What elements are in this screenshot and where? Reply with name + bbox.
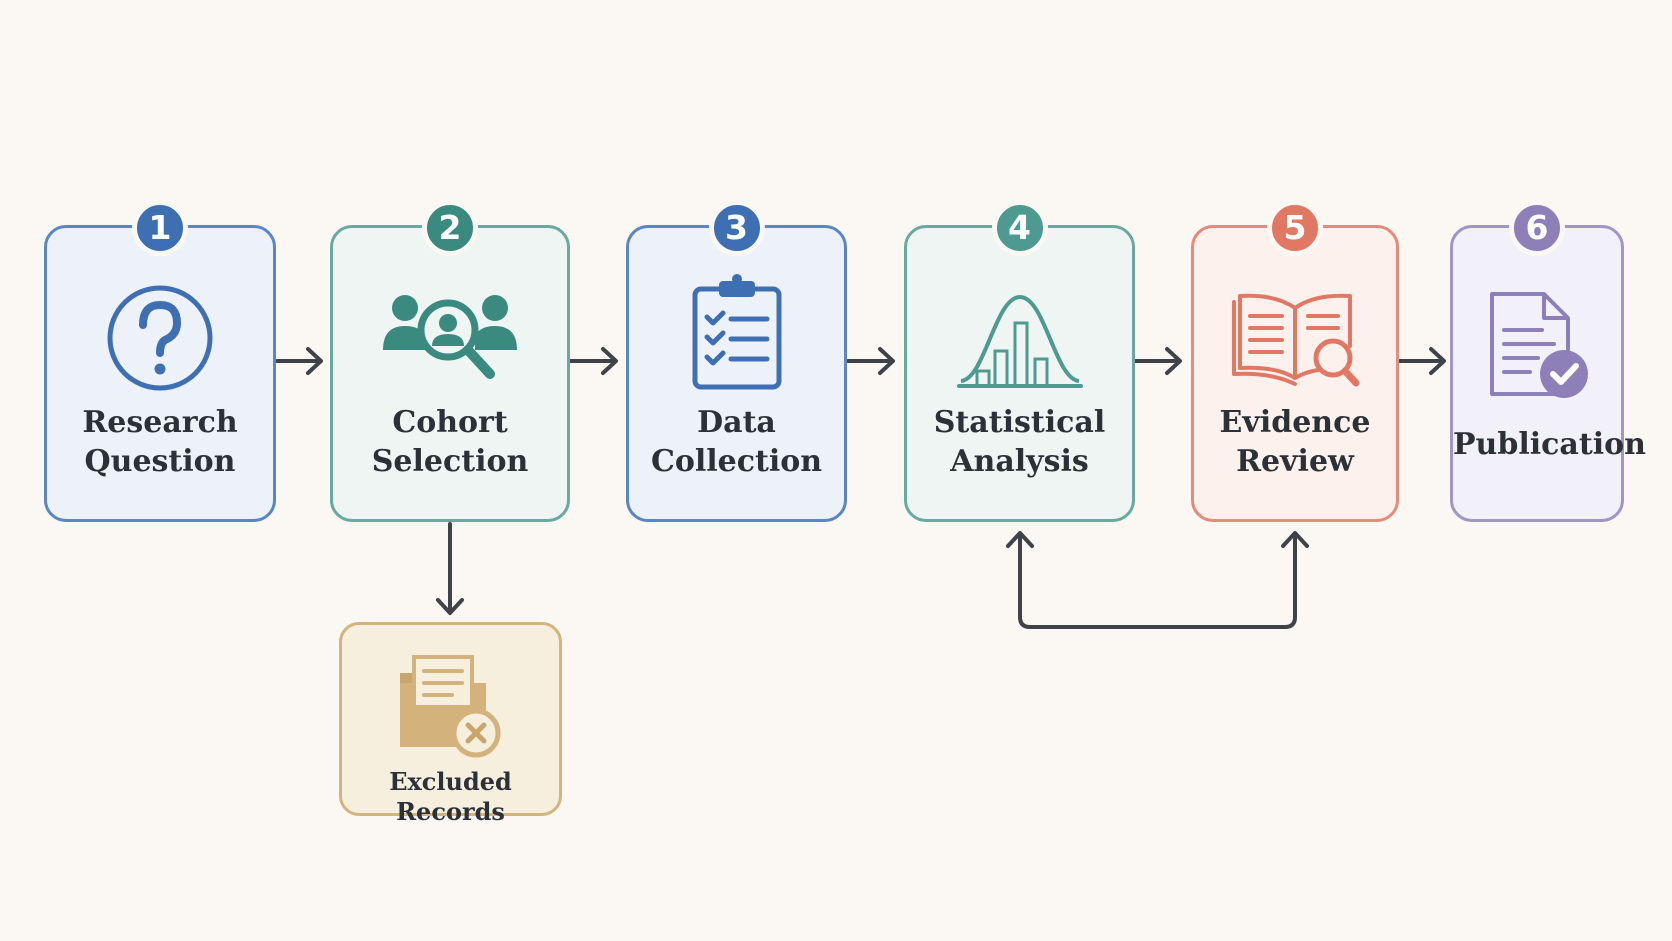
bell-curve-chart-icon — [956, 294, 1083, 388]
step-label: Research Question — [47, 403, 273, 481]
step-evidence-review: 5 Evidence Review — [1191, 200, 1399, 522]
clipboard-checklist-icon — [692, 274, 781, 390]
step-label-line-1: Statistical — [933, 405, 1106, 440]
step-publication: 6 Publication — [1450, 200, 1646, 522]
step-number-badge: 5 — [1267, 200, 1323, 256]
step-cohort-selection: 2 Cohort Selection — [330, 200, 570, 522]
step-number-badge: 3 — [708, 200, 765, 256]
step-label: Evidence Review — [1194, 403, 1396, 481]
step-label-line-1: Cohort — [392, 405, 508, 440]
step-number-badge: 6 — [1509, 200, 1565, 256]
step-label: Publication — [1453, 425, 1646, 464]
step-label: Cohort Selection — [333, 403, 567, 481]
arrow-4-to-5 — [1133, 347, 1182, 375]
excluded-records-label: Excluded Records — [389, 767, 512, 826]
arrow-1-to-2 — [275, 347, 323, 375]
step-label-line-2: Collection — [650, 444, 823, 479]
folder-x-icon — [399, 655, 500, 758]
people-search-icon — [383, 295, 517, 379]
step-number-badge: 2 — [422, 200, 478, 256]
book-magnifier-icon — [1232, 293, 1360, 387]
arrow-2-to-3 — [569, 347, 618, 375]
document-check-icon — [1490, 292, 1588, 398]
arrow-5-to-6 — [1398, 347, 1446, 375]
step-label-line-2: Selection — [371, 444, 529, 479]
step-label-line-1: Publication — [1453, 427, 1646, 462]
step-label: Data Collection — [629, 403, 844, 481]
step-data-collection: 3 Data Collection — [626, 200, 847, 522]
step-label-line-2: Review — [1236, 444, 1354, 479]
arrow-2-to-excluded — [436, 522, 464, 615]
step-label: Statistical Analysis — [907, 403, 1132, 481]
step-label-line-2: Question — [84, 444, 236, 479]
question-icon — [107, 285, 213, 391]
step-label-line-1: Evidence — [1219, 405, 1371, 440]
step-statistical-analysis: 4 Statistical Analysis — [904, 200, 1135, 522]
feedback-loop-arrow — [1006, 531, 1309, 629]
step-number-badge: 4 — [991, 200, 1048, 256]
arrow-3-to-4 — [846, 347, 895, 375]
step-number-badge: 1 — [132, 200, 188, 256]
step-label-line-2: Analysis — [950, 444, 1089, 479]
step-label-line-1: Data — [697, 405, 776, 440]
step-research-question: 1 Research Question — [44, 200, 276, 522]
step-label-line-1: Research — [82, 405, 238, 440]
excluded-records-box: Excluded Records — [339, 622, 562, 826]
